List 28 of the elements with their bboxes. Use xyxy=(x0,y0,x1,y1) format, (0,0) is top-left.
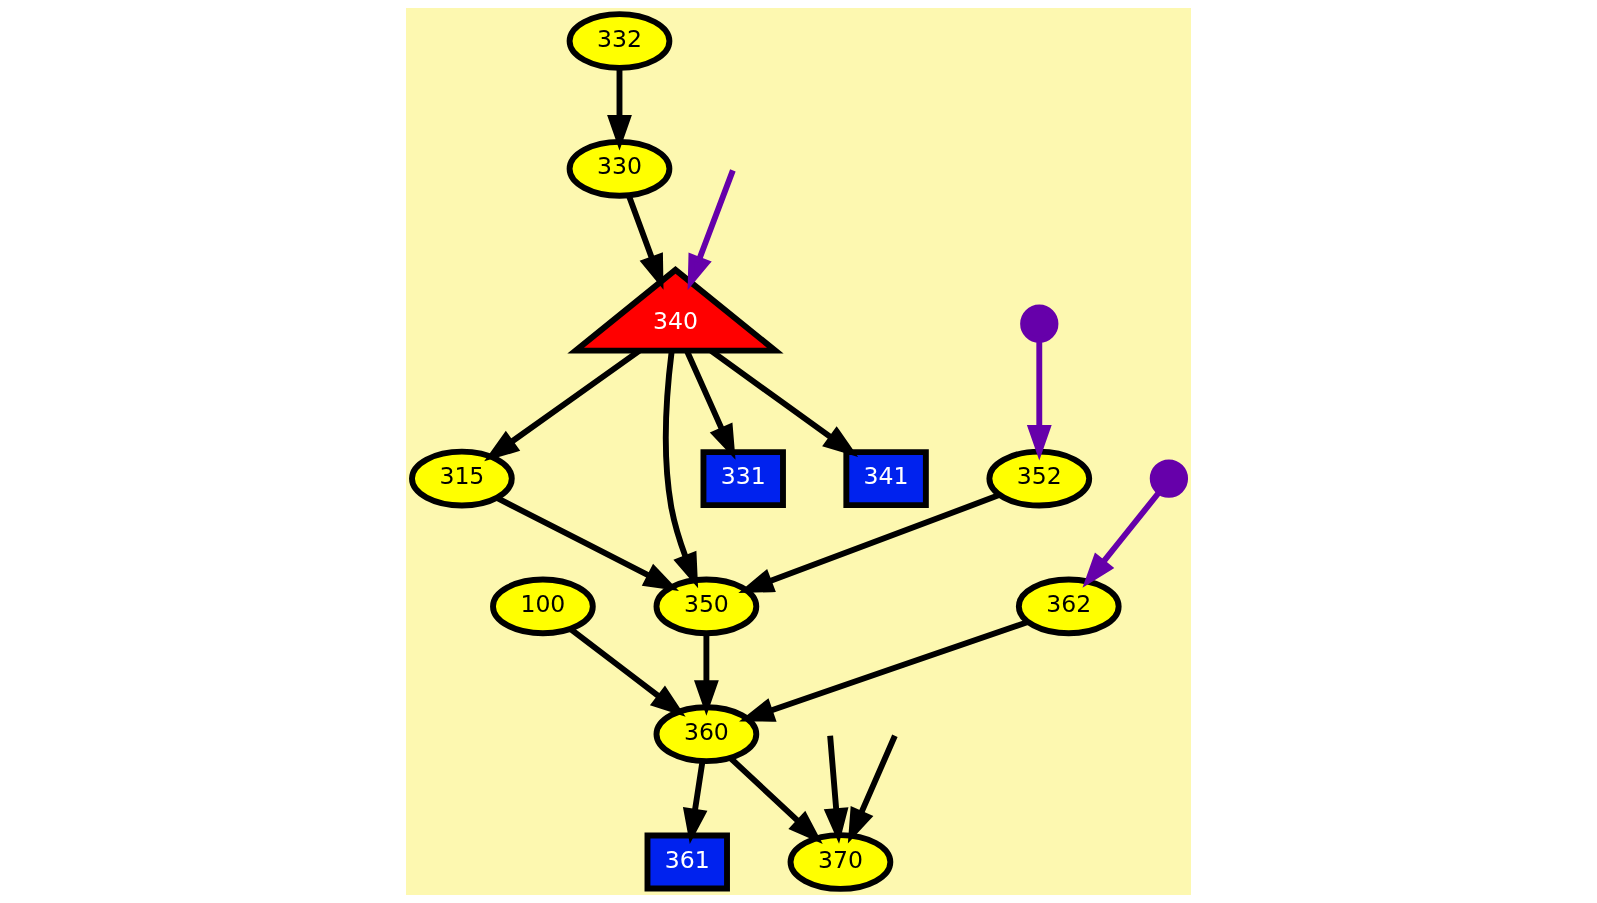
node-ellipse: 315 xyxy=(409,448,515,509)
node-ellipse: 360 xyxy=(653,704,760,765)
arrow xyxy=(823,735,849,844)
arrow xyxy=(568,626,686,717)
arrow xyxy=(1026,340,1052,461)
node-ellipse: 370 xyxy=(787,832,894,892)
node-box: 361 xyxy=(644,832,730,892)
node-ellipse: 330 xyxy=(566,138,673,199)
node-circle xyxy=(1149,459,1189,498)
arrow xyxy=(663,350,699,589)
arrow xyxy=(847,734,898,844)
node-ellipse: 350 xyxy=(653,576,760,637)
arrow xyxy=(687,169,736,291)
arrow xyxy=(739,619,1029,722)
arrow xyxy=(738,492,1001,593)
node-box: 331 xyxy=(700,449,786,509)
node-ellipse: 352 xyxy=(986,448,1093,509)
node-ellipse: 332 xyxy=(566,11,673,71)
arrow xyxy=(626,195,664,290)
node-ellipse: 362 xyxy=(1015,576,1122,637)
arrow xyxy=(495,495,679,591)
arrow xyxy=(694,633,719,716)
arrow xyxy=(607,68,632,151)
node-ellipse: 100 xyxy=(490,576,596,637)
arrow xyxy=(1082,490,1162,588)
node-box: 341 xyxy=(843,449,929,509)
arrow xyxy=(682,761,708,844)
node-circle xyxy=(1020,304,1059,343)
